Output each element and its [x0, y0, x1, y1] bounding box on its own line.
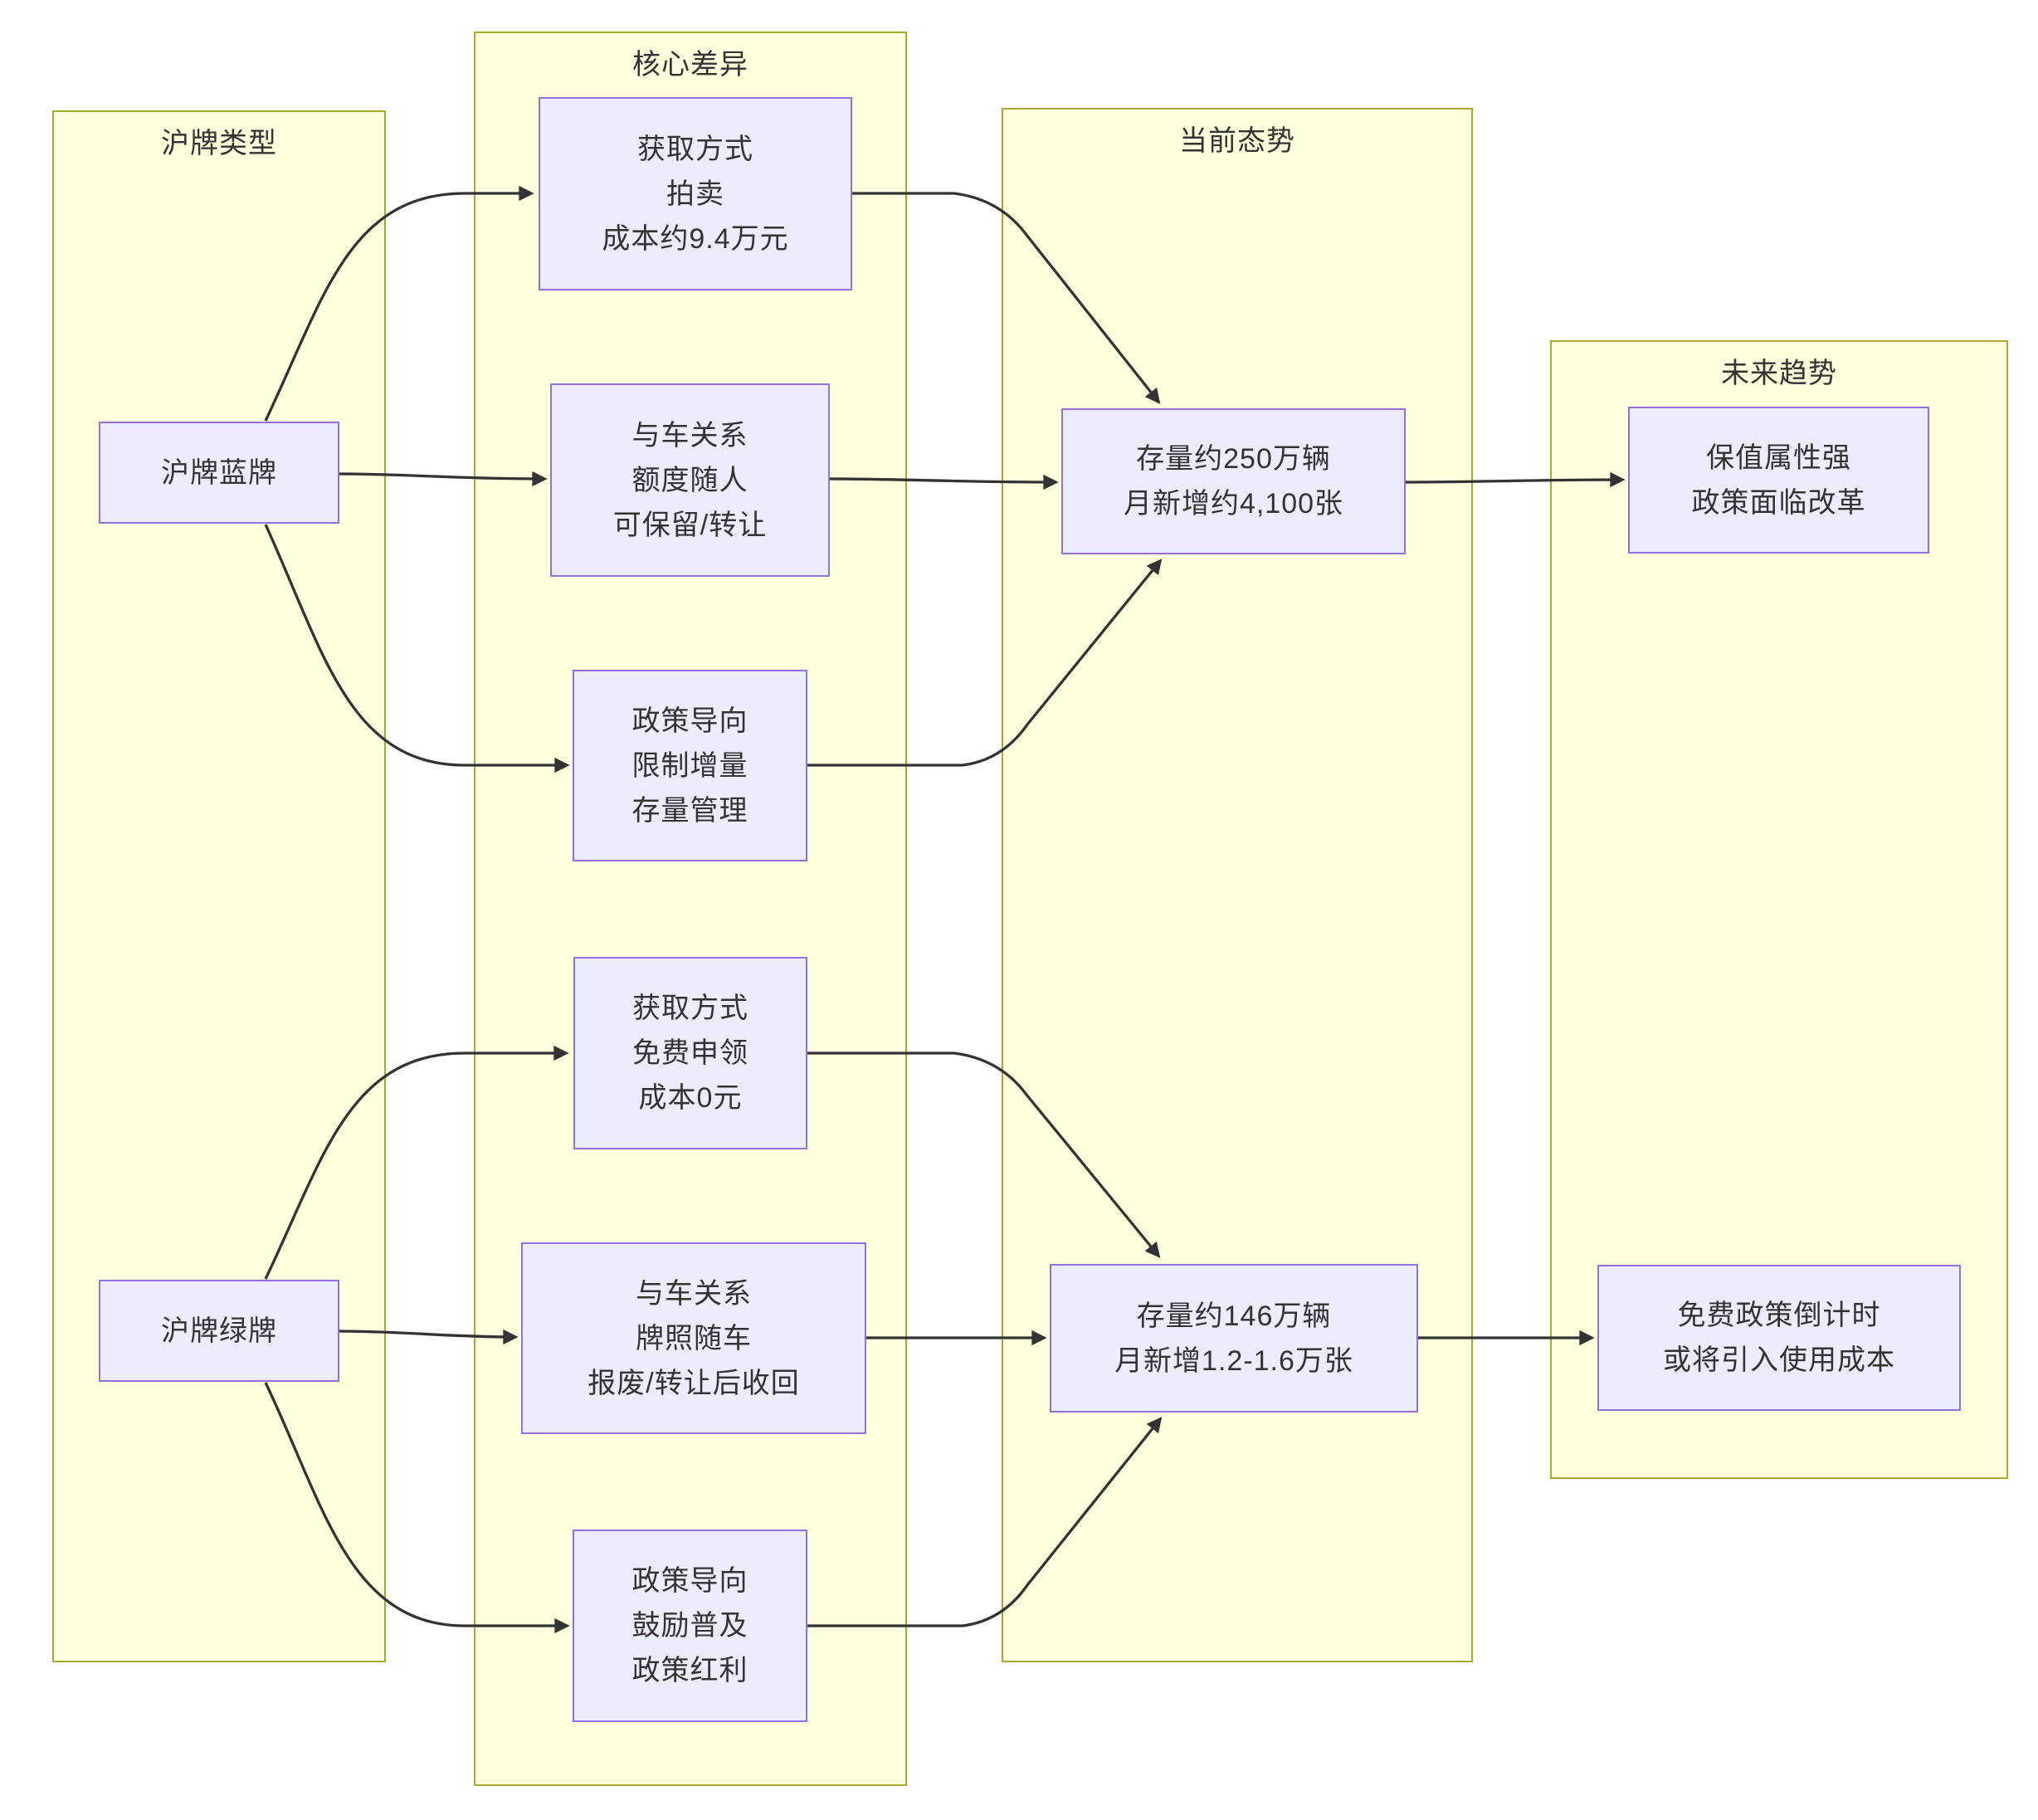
- container-current-situation-title: 当前态势: [1179, 125, 1295, 157]
- node-line: 获取方式: [632, 993, 748, 1024]
- node-green-plate-label: 沪牌绿牌: [161, 1315, 277, 1347]
- node-line: 成本约9.4万元: [602, 222, 789, 255]
- node-line: 成本0元: [638, 1082, 743, 1114]
- node-line: 政策面临改革: [1691, 486, 1866, 519]
- node-line: 与车关系: [631, 419, 748, 451]
- node-blue-plate-label: 沪牌蓝牌: [161, 456, 277, 489]
- node-line: 存量约146万辆: [1136, 1300, 1332, 1332]
- node-line: 报废/转让后收回: [588, 1367, 800, 1399]
- node-green-acquisition: 获取方式 免费申领 成本0元: [573, 957, 807, 1149]
- node-line: 存量管理: [631, 794, 748, 827]
- node-line: 可保留/转让: [612, 509, 768, 541]
- node-line: 额度随人: [631, 464, 748, 496]
- node-line: 政策红利: [631, 1655, 748, 1686]
- container-plate-types-title: 沪牌类型: [161, 128, 277, 159]
- node-line: 限制增量: [631, 749, 748, 782]
- node-green-plate: 沪牌绿牌: [99, 1280, 339, 1382]
- node-blue-current-status: 存量约250万辆 月新增约4,100张: [1061, 408, 1406, 554]
- node-blue-relation: 与车关系 额度随人 可保留/转让: [550, 383, 830, 577]
- node-blue-policy: 政策导向 限制增量 存量管理: [573, 670, 807, 861]
- container-plate-types: 沪牌类型: [52, 110, 386, 1662]
- node-line: 存量约250万辆: [1136, 443, 1331, 475]
- node-green-relation: 与车关系 牌照随车 报废/转让后收回: [521, 1242, 866, 1434]
- container-core-differences: 核心差异: [474, 32, 907, 1786]
- node-green-future-trend: 免费政策倒计时 或将引入使用成本: [1597, 1265, 1961, 1411]
- container-future-trends-title: 未来趋势: [1721, 358, 1837, 389]
- node-blue-acquisition: 获取方式 拍卖 成本约9.4万元: [539, 97, 852, 290]
- node-line: 政策导向: [631, 705, 748, 737]
- node-line: 或将引入使用成本: [1663, 1344, 1895, 1376]
- node-line: 政策导向: [631, 1565, 748, 1597]
- node-line: 拍卖: [666, 178, 724, 210]
- node-line: 获取方式: [637, 133, 753, 165]
- node-line: 保值属性强: [1706, 442, 1851, 474]
- node-line: 与车关系: [636, 1277, 752, 1310]
- node-line: 牌照随车: [636, 1322, 752, 1354]
- node-line: 鼓励普及: [631, 1610, 748, 1642]
- node-line: 免费政策倒计时: [1677, 1300, 1881, 1331]
- node-line: 免费申领: [632, 1037, 748, 1069]
- container-current-situation: 当前态势: [1002, 108, 1473, 1662]
- node-blue-future-trend: 保值属性强 政策面临改革: [1628, 407, 1929, 554]
- node-green-policy: 政策导向 鼓励普及 政策红利: [573, 1530, 807, 1722]
- node-green-current-status: 存量约146万辆 月新增1.2-1.6万张: [1050, 1264, 1418, 1413]
- container-core-differences-title: 核心差异: [632, 49, 748, 81]
- node-line: 月新增1.2-1.6万张: [1114, 1344, 1353, 1377]
- node-blue-plate: 沪牌蓝牌: [99, 422, 339, 524]
- node-line: 月新增约4,100张: [1123, 488, 1344, 520]
